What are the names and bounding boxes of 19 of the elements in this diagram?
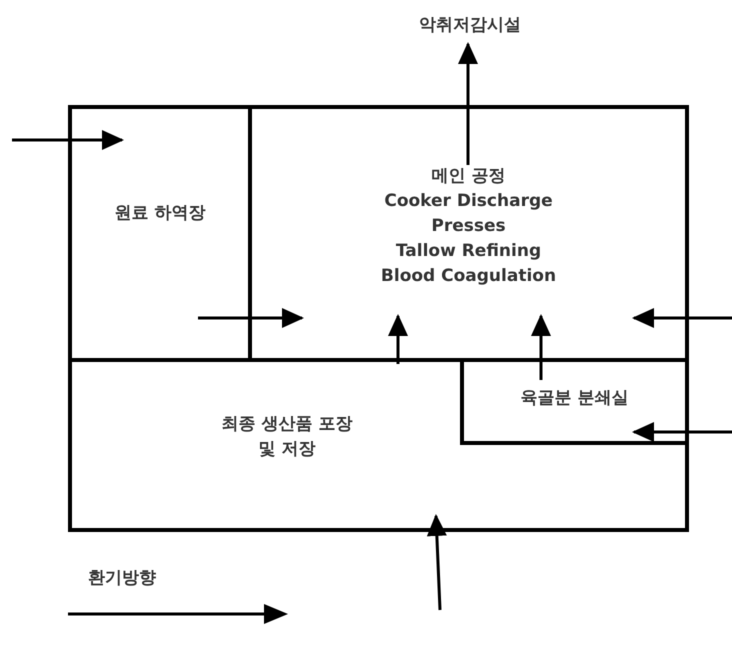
process-name: Blood Coagulation <box>380 265 556 288</box>
airflow-arrow <box>198 308 304 328</box>
airflow-arrow <box>458 42 478 165</box>
room-name: 육골분 분쇄실 <box>520 387 628 410</box>
process-name: Presses <box>431 215 506 238</box>
legend-label: 환기방향 <box>88 567 157 590</box>
room-outline <box>460 362 685 445</box>
process-name: Tallow Refining <box>396 240 542 263</box>
airflow-arrow <box>632 422 732 442</box>
process-name: Cooker Discharge <box>384 190 553 213</box>
airflow-arrow <box>388 314 408 364</box>
room-name: 악취저감시설 <box>419 14 521 36</box>
room-name: 최종 생산품 포장 및 저장 <box>220 413 354 461</box>
room-name: 메인 공정 <box>432 165 506 188</box>
airflow-arrow <box>426 514 447 610</box>
airflow-arrow <box>12 130 124 150</box>
airflow-arrow <box>632 308 732 328</box>
airflow-arrow <box>531 314 551 380</box>
room-name: 원료 하역장 <box>114 202 206 225</box>
